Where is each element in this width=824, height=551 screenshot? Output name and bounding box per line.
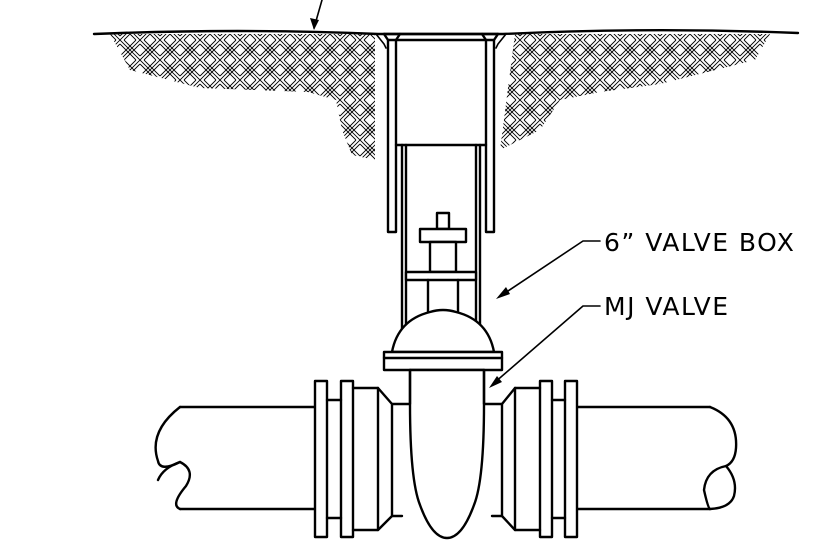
mj-flange-right	[500, 379, 579, 539]
ground-leader-arrowhead	[310, 18, 319, 30]
valve-bonnet	[382, 308, 504, 372]
mj-valve-label: MJ VALVE	[604, 292, 730, 321]
mj-flange-left	[313, 379, 394, 539]
mj-valve-leader-line	[493, 305, 601, 384]
soil-hatching	[110, 34, 770, 160]
mj-valve-leader-arrowhead	[489, 376, 502, 388]
ground-surface-line	[92, 29, 800, 36]
valve-box-leader-arrowhead	[496, 287, 510, 299]
pipe-right	[576, 405, 738, 511]
excavation-edge-left	[375, 33, 387, 49]
excavation-edge-right	[495, 33, 507, 49]
valve-body	[390, 368, 504, 540]
valve-box-label: 6” VALVE BOX	[604, 228, 795, 257]
pipe-left	[154, 405, 320, 511]
valve-operating-nut	[404, 211, 478, 322]
valve-box	[382, 32, 500, 354]
valve-box-leader-line	[501, 240, 601, 296]
